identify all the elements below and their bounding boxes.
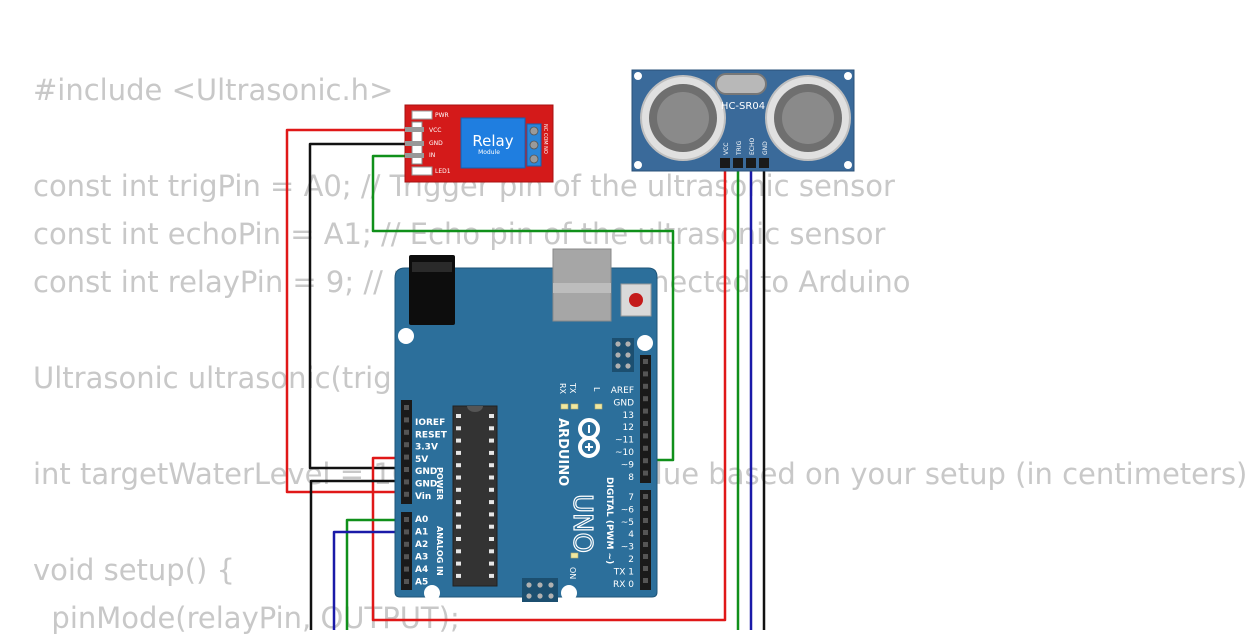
digital-pin-label: RX 0 [613, 580, 634, 590]
mounting-hole [398, 328, 414, 344]
transducer-right [765, 75, 851, 161]
power-pin-label: GND [415, 480, 437, 490]
power-header [401, 400, 412, 504]
digital-pin-label: TX 1 [613, 567, 634, 577]
digital-pin-label: 2 [628, 555, 634, 565]
digital-header-bottom [640, 490, 651, 590]
digital-pin-label: 8 [628, 473, 634, 483]
digital-pin-label: 13 [623, 411, 634, 421]
code-line: const int echoPin = A1; // Echo pin of t… [33, 217, 886, 251]
relay-module: VCC GND IN PWR LED1 Relay Module NC COM … [404, 104, 554, 183]
digital-pin-label: ~3 [621, 543, 634, 553]
wire-sensor-gnd-gnd [309, 166, 766, 630]
wire-sensor-vcc-5v [371, 166, 727, 622]
analog-pin-label: A5 [415, 578, 428, 588]
digital-pin-label: ~10 [615, 448, 634, 458]
wire-relay-in-pin9 [371, 154, 675, 462]
wire-sensor-echo-a1 [332, 166, 753, 630]
atmega-chip [452, 405, 498, 587]
power-pin-label: Vin [415, 492, 431, 502]
digital-bottom-labels: 7 ~6 ~5 4 ~3 2 TX 1 RX 0 [613, 493, 635, 590]
digital-pin-label: ~5 [621, 518, 634, 528]
digital-pin-label: GND [613, 398, 634, 408]
l-led [594, 403, 603, 410]
relay-subtitle: Module [478, 149, 500, 156]
relay-led-led1: LED1 [435, 168, 451, 175]
sensor-name: HC-SR04 [721, 101, 765, 112]
digital-pin-label: ~11 [615, 436, 634, 446]
tx-label: TX [568, 382, 577, 394]
arduino-uno-board: ARDUINO UNO ON TX RX L DIGITAL (PWM ~) P… [394, 248, 658, 602]
digital-header-label: DIGITAL (PWM ~) [604, 477, 614, 564]
analog-header [401, 512, 412, 590]
analog-pin-label: A2 [415, 540, 428, 550]
crystal [715, 73, 767, 95]
dc-jack [409, 255, 455, 325]
sensor-pin-labels: VCC TRIG ECHO GND [723, 138, 769, 156]
analog-pin-label: A0 [415, 515, 428, 525]
power-pin-label: GND [415, 467, 437, 477]
power-header-label: POWER [435, 467, 444, 500]
analog-pin-label: A1 [415, 528, 428, 538]
rx-label: RX [558, 383, 567, 395]
digital-top-labels: AREF GND 13 12 ~11 ~10 ~9 8 [611, 386, 635, 483]
digital-pin-label: 12 [623, 423, 634, 433]
relay-terminal-labels: NC COM NO [542, 124, 548, 154]
relay-block [460, 117, 526, 169]
relay-pin-vcc: VCC [429, 127, 441, 134]
wires [285, 128, 766, 630]
model-label: UNO [567, 494, 597, 553]
power-pin-label: 3.3V [415, 443, 438, 453]
led1 [411, 166, 433, 176]
digital-header-top [640, 355, 651, 483]
digital-pin-label: 4 [628, 530, 634, 540]
power-pin-label: IOREF [415, 418, 445, 428]
power-pin-label: 5V [415, 455, 428, 465]
wire-relay-gnd-gnd [308, 142, 412, 470]
sensor-pin-label: TRIG [736, 140, 743, 156]
rx-led [560, 403, 569, 410]
digital-pin-label: ~6 [621, 505, 635, 515]
mounting-hole [561, 585, 577, 601]
mounting-hole [637, 335, 653, 351]
power-pin-label: RESET [415, 430, 448, 440]
arduino-logo-icon [578, 418, 600, 458]
analog-pin-label: A3 [415, 553, 428, 563]
tx-led [570, 403, 579, 410]
brand-label: ARDUINO [555, 418, 570, 486]
sensor-pin-label: ECHO [749, 138, 756, 155]
digital-pin-label: 7 [628, 493, 634, 503]
code-line: #include <Ultrasonic.h> [33, 73, 394, 107]
relay-led-pwr: PWR [435, 112, 449, 119]
digital-pin-label: ~9 [621, 460, 635, 470]
circuit-diagram: ARDUINO UNO ON TX RX L DIGITAL (PWM ~) P… [285, 69, 855, 630]
analog-header-label: ANALOG IN [435, 526, 444, 576]
wire-sensor-trig-a0 [345, 166, 740, 630]
on-label: ON [568, 567, 577, 579]
sensor-pin-label: VCC [723, 143, 730, 155]
code-line: void setup() { [33, 553, 235, 587]
relay-pin-in: IN [429, 152, 435, 159]
transducer-left [640, 75, 726, 161]
power-pin-labels: IOREF RESET 3.3V 5V GND GND Vin [415, 418, 448, 502]
pwr-led [411, 110, 433, 120]
sensor-pin-label: GND [762, 141, 769, 155]
code-line: pinMode(relayPin, OUTPUT); [33, 601, 460, 635]
icsp-header [612, 338, 634, 372]
relay-pin-gnd: GND [429, 140, 443, 147]
on-led [570, 552, 579, 559]
ultrasonic-sensor: HC-SR04 VCC TRIG ECHO GND [631, 69, 855, 172]
relay-title: Relay [472, 132, 513, 150]
digital-pin-label: AREF [611, 386, 634, 396]
analog-pin-label: A4 [415, 565, 428, 575]
wire-relay-vcc-5v [285, 128, 412, 494]
l-label: L [592, 387, 601, 392]
mounting-hole [424, 585, 440, 601]
